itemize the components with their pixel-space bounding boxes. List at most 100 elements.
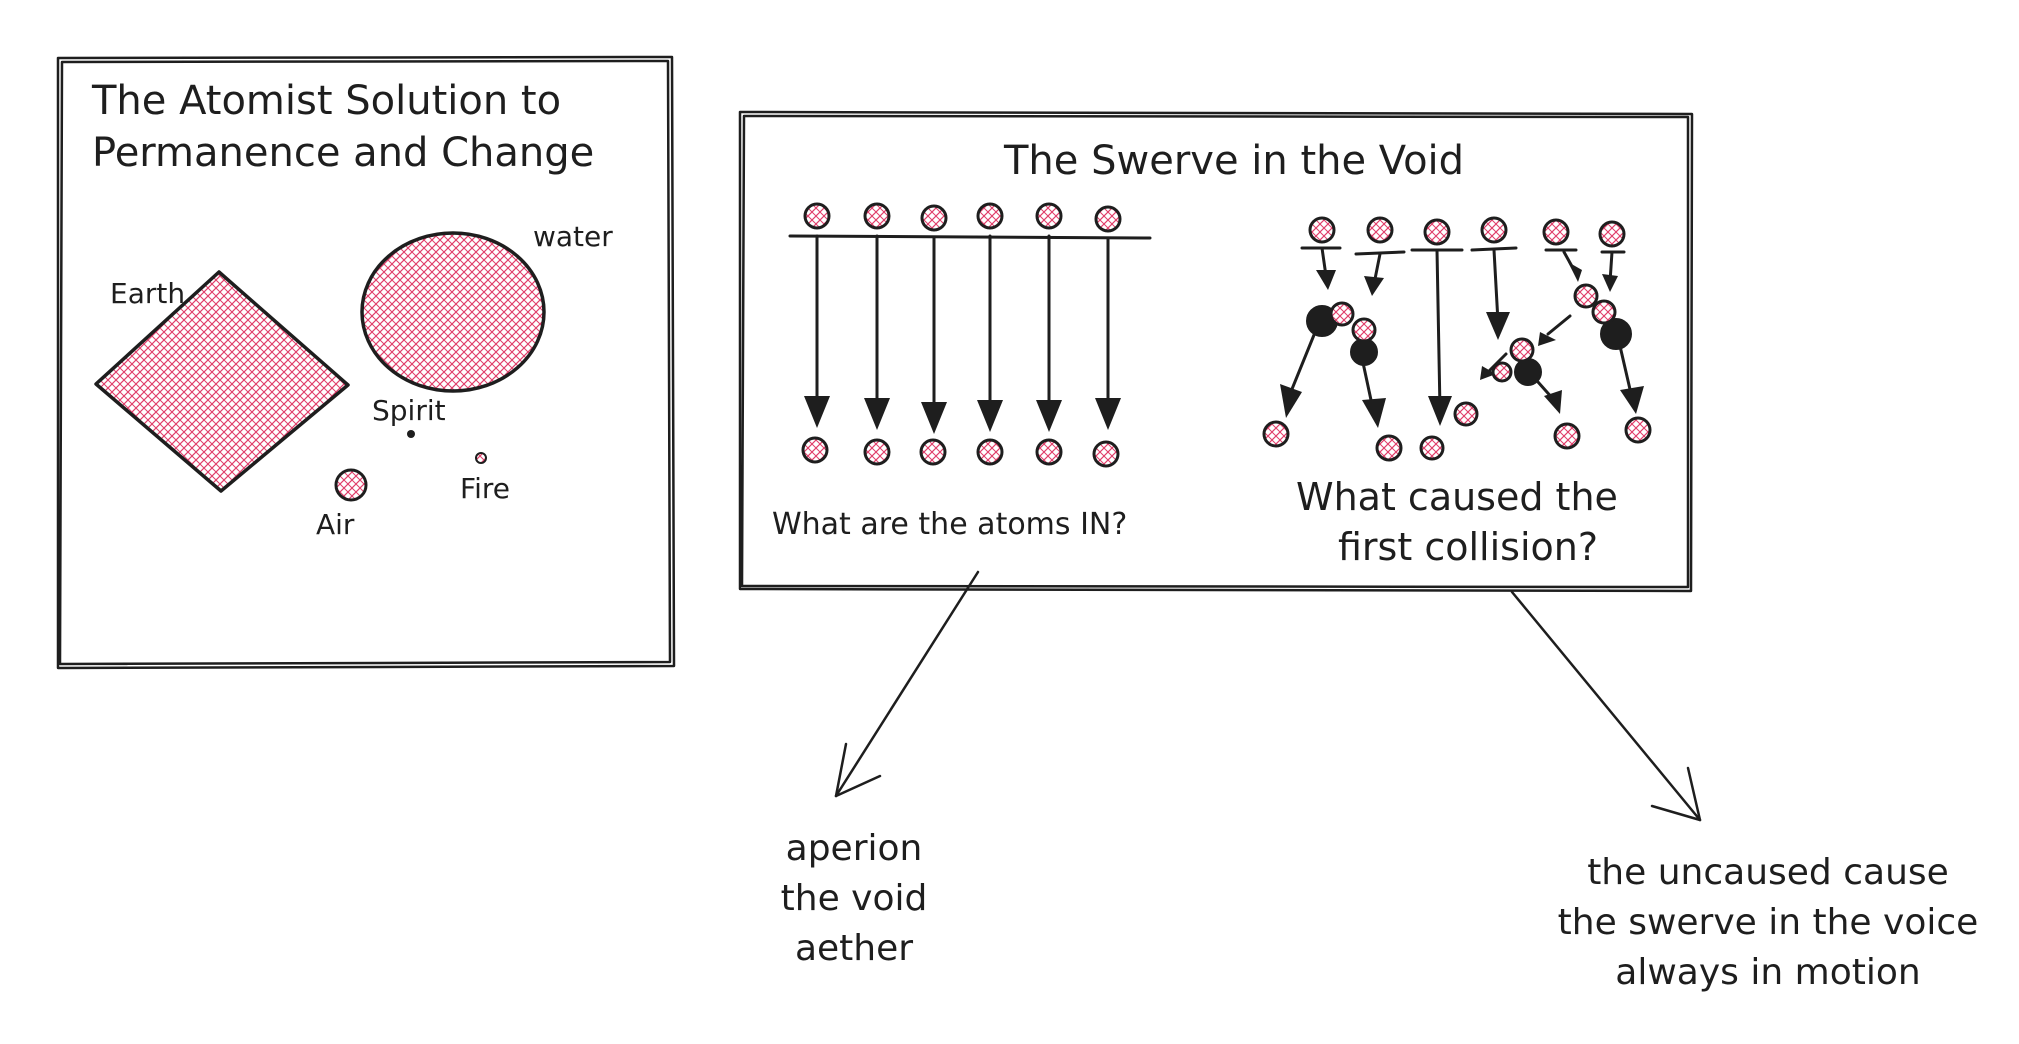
arrowhead xyxy=(1280,384,1302,418)
right-title: The Swerve in the Void xyxy=(1003,138,1464,184)
arrowhead xyxy=(1620,386,1644,414)
spirit-dot xyxy=(407,430,415,438)
arrowhead xyxy=(1486,312,1510,340)
answer-right-3: always in motion xyxy=(1615,952,1920,993)
earth-diamond xyxy=(94,270,350,493)
left-panel: The Atomist Solution to Permanence and C… xyxy=(56,55,676,670)
question-right-line2: first collision? xyxy=(1338,525,1598,569)
top-line xyxy=(788,234,1152,240)
arrowhead xyxy=(921,402,947,434)
answers-left: aperion the void aether xyxy=(781,828,928,969)
left-title-line2: Permanence and Change xyxy=(92,130,594,176)
atom xyxy=(1094,205,1122,233)
atom xyxy=(1035,438,1063,466)
fall-arrows xyxy=(815,234,1110,430)
arrowhead xyxy=(1316,270,1336,290)
atom xyxy=(1553,422,1581,450)
atom xyxy=(1624,416,1652,444)
left-title-line1: The Atomist Solution to xyxy=(91,78,561,124)
atom xyxy=(1092,440,1120,468)
spirit-label: Spirit xyxy=(372,394,446,427)
atom xyxy=(1423,218,1451,246)
arrow-to-left-answers-head xyxy=(834,742,882,798)
atom xyxy=(1491,361,1513,383)
arrowhead xyxy=(1568,262,1582,282)
arrowhead xyxy=(977,400,1003,432)
arrowhead xyxy=(1428,396,1452,426)
atom xyxy=(1542,218,1570,246)
arrow-to-left-answers xyxy=(834,570,980,798)
atom xyxy=(1598,220,1626,248)
atom xyxy=(920,204,948,232)
atom xyxy=(1509,337,1535,363)
atom xyxy=(1351,317,1377,343)
arrowhead xyxy=(1538,332,1556,346)
arrowhead xyxy=(1036,400,1062,432)
atom xyxy=(976,438,1004,466)
arrow-to-right-answers-head xyxy=(1650,766,1702,822)
left-panel-frame xyxy=(56,55,676,670)
swerve-diagram: What caused the first collision? xyxy=(1262,216,1652,569)
swerve-ticks xyxy=(1300,246,1626,256)
atom xyxy=(863,202,891,230)
arrowhead xyxy=(1364,276,1384,296)
answer-left-2: the void xyxy=(781,878,928,919)
collided-atom xyxy=(1600,318,1632,350)
right-panel-frame xyxy=(738,110,1694,593)
swerve-atoms-bottom xyxy=(1262,401,1652,462)
arrowhead xyxy=(1362,398,1386,428)
falling-atoms-bottom xyxy=(801,436,1120,468)
swerve-arrow xyxy=(1435,248,1442,412)
swerve-arrow xyxy=(1492,248,1500,324)
atom xyxy=(801,436,829,464)
atom xyxy=(919,438,947,466)
question-left: What are the atoms IN? xyxy=(772,507,1127,542)
atom xyxy=(1329,301,1355,327)
arrowhead xyxy=(864,398,890,430)
atom xyxy=(1419,435,1445,461)
atom xyxy=(1453,401,1479,427)
collided-atom xyxy=(1514,358,1542,386)
falling-atoms-top xyxy=(803,202,1122,233)
atom xyxy=(1375,434,1403,462)
collision-atoms xyxy=(1306,305,1632,386)
swerve-atoms-top xyxy=(1308,216,1626,248)
connector-arrows xyxy=(834,570,1702,822)
straight-fall-diagram: What are the atoms IN? xyxy=(772,202,1152,542)
arrow-to-right-answers xyxy=(1510,590,1702,822)
atom xyxy=(863,438,891,466)
swerve-arrow xyxy=(1546,314,1572,336)
answers-right: the uncaused cause the swerve in the voi… xyxy=(1558,852,1979,993)
fire-label: Fire xyxy=(460,472,510,505)
answer-left-1: aperion xyxy=(786,828,923,869)
water-circle xyxy=(360,231,546,393)
atom xyxy=(1591,299,1617,325)
air-label: Air xyxy=(316,508,355,541)
atom xyxy=(803,202,831,230)
arrowhead xyxy=(804,396,830,428)
fall-arrowheads xyxy=(804,396,1121,434)
arrowhead xyxy=(1480,366,1496,380)
atom xyxy=(1262,420,1290,448)
atom xyxy=(1308,216,1336,244)
atom xyxy=(1480,216,1508,244)
fire-dot xyxy=(475,452,487,464)
air-atom xyxy=(334,468,368,502)
arrowhead xyxy=(1095,398,1121,430)
right-panel: The Swerve in the Void xyxy=(738,110,1694,593)
atom xyxy=(1573,283,1599,309)
question-right-line1: What caused the xyxy=(1296,475,1618,519)
swerve-atoms-mid xyxy=(1329,283,1617,383)
swerve-arrowheads xyxy=(1280,262,1644,428)
atom xyxy=(1366,216,1394,244)
water-label: water xyxy=(533,220,613,253)
swerve-arrow xyxy=(1288,328,1318,396)
atom xyxy=(976,202,1004,230)
answer-left-3: aether xyxy=(795,928,913,969)
atom xyxy=(1035,202,1063,230)
arrowhead xyxy=(1602,274,1618,292)
arrowhead xyxy=(1544,390,1562,414)
earth-label: Earth xyxy=(110,277,185,310)
answer-right-1: the uncaused cause xyxy=(1587,852,1949,893)
